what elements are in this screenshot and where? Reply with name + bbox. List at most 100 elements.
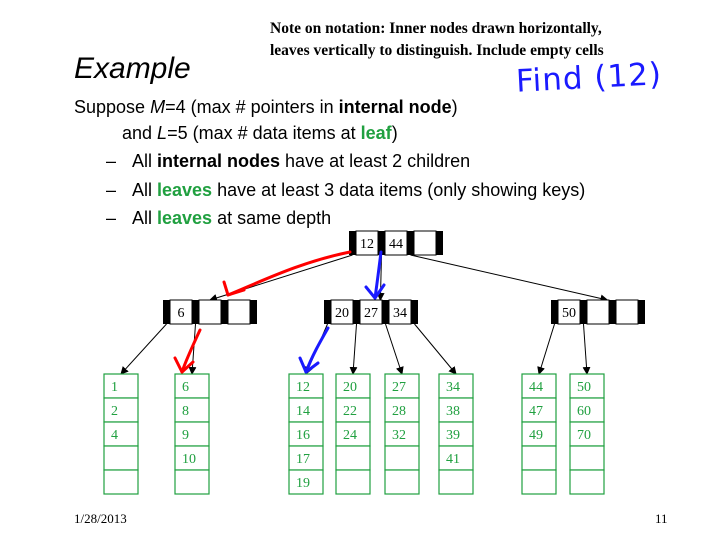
pointer-bar [382, 300, 389, 324]
notation-note: Note on notation: Inner nodes drawn hori… [270, 18, 604, 62]
leaf-node: 1 2 4 [103, 373, 139, 495]
leaf-cell [103, 445, 139, 471]
leaf-key: 12 [296, 380, 310, 395]
red-annotation-arrow-2 [180, 328, 202, 374]
leaf-key: 44 [529, 380, 543, 395]
leaf-cell [521, 469, 557, 495]
leaf-cell [288, 445, 324, 471]
leaf-key: 38 [446, 404, 460, 419]
child-pointer-edge [188, 323, 197, 375]
leaf-cell [438, 373, 474, 399]
note-line-1: Note on notation: Inner nodes drawn hori… [270, 20, 602, 37]
bullet-internal-nodes: –All internal nodes have at least 2 chil… [106, 151, 471, 171]
leaf-cell [384, 469, 420, 495]
leaf-key: 32 [392, 428, 406, 443]
leaf-key: 2 [111, 404, 118, 419]
leaf-cell [288, 373, 324, 399]
note-line-2: leaves vertically to distinguish. Includ… [270, 42, 604, 59]
pointer-bar [349, 231, 356, 255]
key-cell [413, 230, 437, 256]
leaf-cell [335, 445, 371, 471]
leaf-key: 16 [296, 428, 310, 443]
leaf-node: 27 28 32 [384, 373, 420, 495]
leaf-key: 19 [296, 476, 310, 491]
pointer-bar [551, 300, 558, 324]
leaf-key: 34 [446, 380, 460, 395]
key-cell [586, 299, 610, 325]
pointer-bar [221, 300, 228, 324]
leaf-key: 1 [111, 380, 118, 395]
child-pointer-edge [410, 254, 609, 303]
leaf-cell [521, 373, 557, 399]
key-label: 6 [178, 306, 185, 321]
inner-node: 6 [163, 299, 257, 325]
leaf-key: 41 [446, 452, 460, 467]
bullet-leaves-items: –All leaves have at least 3 data items (… [106, 180, 586, 200]
leaf-cell [174, 469, 210, 495]
key-label: 27 [364, 306, 378, 321]
leaf-cell [438, 445, 474, 471]
leaf-cell [384, 373, 420, 399]
key-cell [198, 299, 222, 325]
leaf-cell [521, 445, 557, 471]
blue-arrowhead [364, 283, 386, 300]
red-annotation-arrow [226, 250, 352, 297]
child-pointer-edge [120, 323, 167, 375]
leaf-cell [288, 469, 324, 495]
pointer-bar [378, 231, 385, 255]
page-number: 11 [655, 511, 668, 526]
blue-annotation-arrow [373, 250, 383, 300]
pointer-bar [609, 300, 616, 324]
leaf-key: 10 [182, 452, 196, 467]
leaf-cell [174, 421, 210, 447]
leaf-key: 28 [392, 404, 406, 419]
leaf-cell [521, 421, 557, 447]
leaf-key: 20 [343, 380, 357, 395]
leaf-key: 4 [111, 428, 118, 443]
bullet-leaves-depth: –All leaves at same depth [106, 208, 332, 228]
leaf-key: 60 [577, 404, 591, 419]
leaf-key: 9 [182, 428, 189, 443]
pointer-bar [411, 300, 418, 324]
key-label: 34 [393, 306, 407, 321]
leaf-key: 49 [529, 428, 543, 443]
pointer-bar [407, 231, 414, 255]
pointer-bar [580, 300, 587, 324]
pointer-bar [324, 300, 331, 324]
key-label: 44 [389, 237, 403, 252]
inner-node: 50 [551, 299, 645, 325]
leaf-cell [103, 469, 139, 495]
red-arrowhead-2 [173, 356, 195, 374]
pointer-bar [192, 300, 199, 324]
leaf-cell [335, 469, 371, 495]
text-line-1: Suppose M=4 (max # pointers in internal … [74, 97, 458, 117]
leaf-cell [569, 445, 605, 471]
leaf-cell [384, 445, 420, 471]
child-pointer-edge [385, 323, 404, 375]
leaf-cell [103, 397, 139, 423]
leaf-cell [569, 469, 605, 495]
blue-annotation-arrow-2 [304, 326, 330, 374]
footer-date: 1/28/2013 [74, 511, 127, 526]
leaf-cell [569, 421, 605, 447]
child-pointer-edge [537, 323, 555, 375]
leaf-key: 27 [392, 380, 406, 395]
leaf-key: 70 [577, 428, 591, 443]
red-arrowhead [222, 280, 246, 297]
leaf-key: 6 [182, 380, 189, 395]
leaf-cell [103, 373, 139, 399]
leaf-cell [103, 421, 139, 447]
leaf-cell [174, 373, 210, 399]
leaf-cell [438, 421, 474, 447]
pointer-bar [163, 300, 170, 324]
pointer-bar [436, 231, 443, 255]
leaf-cell [438, 469, 474, 495]
pointer-bar [353, 300, 360, 324]
child-pointer-edge [414, 323, 457, 375]
child-pointer-edge [582, 323, 591, 375]
child-pointer-edge [349, 323, 358, 375]
leaf-key: 22 [343, 404, 357, 419]
